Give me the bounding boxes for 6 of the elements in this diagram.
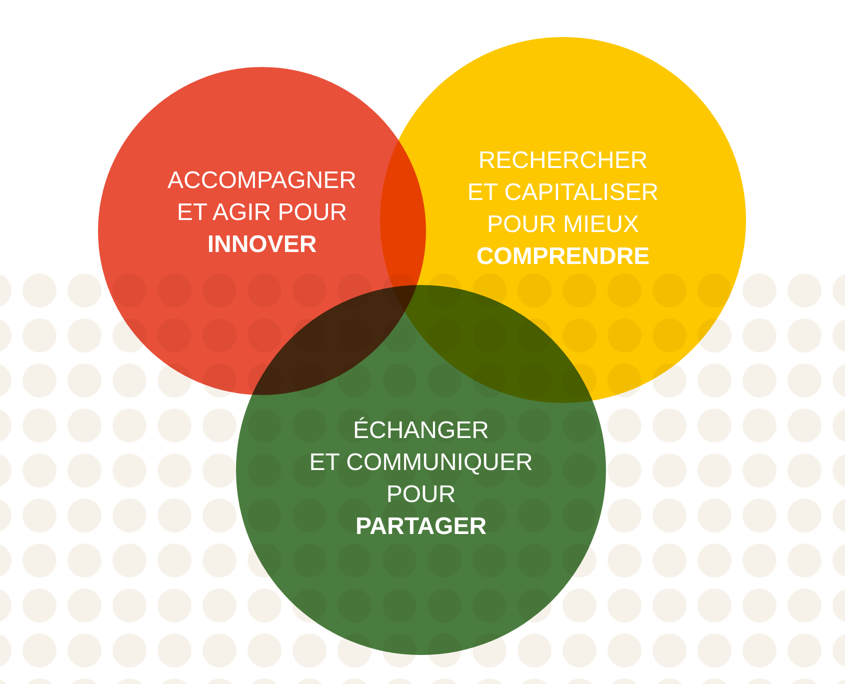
circle-keyword: INNOVER: [206, 230, 318, 260]
circle-label: RECHERCHER ET CAPITALISER POUR MIEUX: [466, 146, 660, 240]
circle-label: ÉCHANGER ET COMMUNIQUER POUR: [308, 416, 534, 510]
circle-label: ACCOMPAGNER ET AGIR POUR: [166, 166, 358, 228]
circle-keyword: PARTAGER: [354, 512, 488, 542]
circle-keyword: COMPRENDRE: [475, 242, 651, 272]
